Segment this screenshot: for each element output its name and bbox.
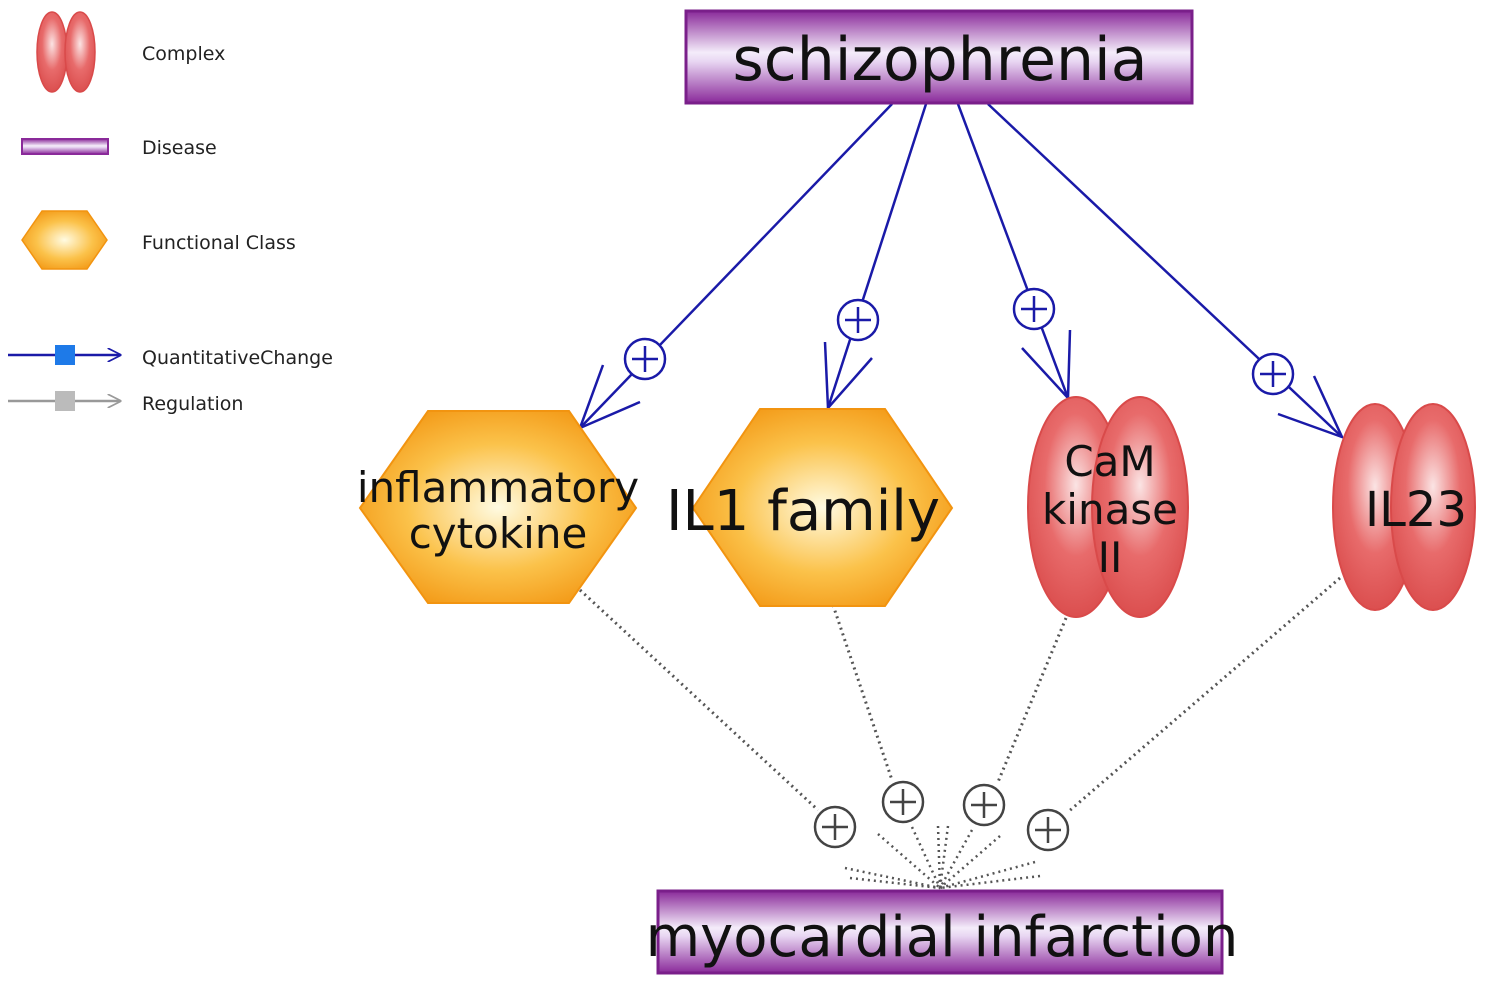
il23-node[interactable]: IL23 xyxy=(1332,403,1476,611)
disease-icon xyxy=(21,138,109,155)
edge-schizophrenia-to-cam-kinase-ii xyxy=(956,103,1070,399)
legend-label-complex: Complex xyxy=(142,43,225,65)
legend: Complex Disease Functional Class Quantit… xyxy=(8,11,333,415)
cam-kinase-ii-label-line1: CaM xyxy=(1064,437,1155,486)
inflammatory-cytokine-label-line1: inflammatory xyxy=(357,463,639,512)
functional-class-icon xyxy=(21,210,108,270)
regulation-fan xyxy=(844,825,1041,890)
arrowhead-icon xyxy=(1277,375,1345,440)
regulation-plus-icon xyxy=(813,805,857,849)
cam-kinase-ii-node[interactable]: CaM kinase II xyxy=(1027,396,1189,618)
regulation-edge-cam-kinase-ii xyxy=(996,617,1068,783)
quantitative-plus-icon xyxy=(1251,352,1295,396)
regulation-edge-il1-family xyxy=(831,604,894,781)
myocardial-infarction-node[interactable]: myocardial infarction xyxy=(646,889,1239,975)
il1-family-node[interactable]: IL1 family xyxy=(666,408,954,607)
legend-label-disease: Disease xyxy=(142,137,217,159)
regulation-edge-il23 xyxy=(1067,576,1341,814)
quantitative-change-arrow-icon xyxy=(8,345,120,365)
regulation-arrow-icon xyxy=(8,391,120,411)
quantitative-plus-icon xyxy=(1012,287,1056,331)
cam-kinase-ii-label-line2: kinase xyxy=(1042,485,1178,534)
il1-family-label: IL1 family xyxy=(666,479,940,544)
schizophrenia-label: schizophrenia xyxy=(733,25,1148,95)
legend-label-regulation: Regulation xyxy=(142,393,243,415)
quantitative-plus-icon xyxy=(836,298,880,342)
legend-label-quantitative-change: QuantitativeChange xyxy=(142,347,333,369)
cam-kinase-ii-label-line3: II xyxy=(1098,533,1123,582)
regulation-edge-inflammatory-cytokine xyxy=(578,588,820,812)
regulation-plus-icon xyxy=(1026,808,1070,852)
quantitative-plus-markers xyxy=(623,287,1295,396)
il23-label: IL23 xyxy=(1365,482,1467,538)
regulation-plus-markers xyxy=(813,780,1070,852)
quantitative-change-edges xyxy=(577,103,1345,440)
inflammatory-cytokine-node[interactable]: inflammatory cytokine xyxy=(357,410,639,604)
schizophrenia-node[interactable]: schizophrenia xyxy=(684,9,1194,105)
edge-schizophrenia-to-il1-family xyxy=(826,103,928,409)
edge-schizophrenia-to-inflammatory-cytokine xyxy=(579,103,893,429)
complex-icon xyxy=(36,11,96,93)
inflammatory-cytokine-label-line2: cytokine xyxy=(409,509,588,558)
quantitative-plus-icon xyxy=(623,337,667,381)
myocardial-infarction-label: myocardial infarction xyxy=(646,905,1239,970)
regulation-plus-icon xyxy=(881,780,925,824)
legend-label-functional-class: Functional Class xyxy=(142,232,296,254)
regulation-plus-icon xyxy=(962,783,1006,827)
regulation-edges xyxy=(578,576,1341,814)
